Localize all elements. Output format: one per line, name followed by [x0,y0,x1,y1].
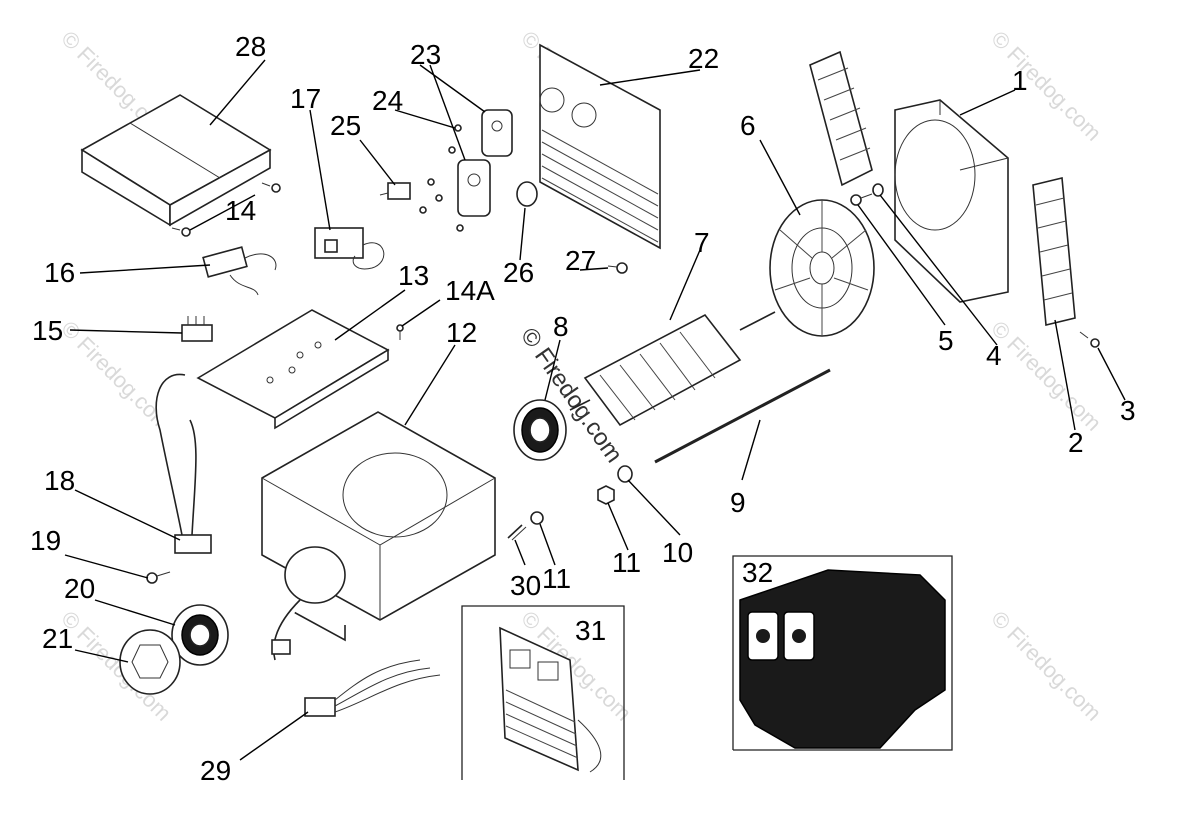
part-28-cover [80,94,272,227]
callout-8: 8 [553,311,569,342]
callout-11: 11 [612,547,641,578]
part-24-screws [419,124,464,232]
callout-24: 24 [372,85,403,116]
callout-16: 16 [44,257,75,288]
callout-2: 2 [1068,427,1084,458]
part-18-connector [174,534,212,554]
watermark: © Firedog.com [986,316,1106,436]
callout-32: 32 [742,557,773,588]
part-17-brush-holder [314,227,385,270]
part-5-bolt [850,193,873,206]
part-15-terminal-block [181,316,213,342]
watermark: © Firedog.com [986,26,1106,146]
part-13-mounting-plate [196,309,390,430]
callout-17: 17 [290,83,321,114]
part-23-outlet-sockets [457,109,513,217]
callout-27: 27 [565,245,596,276]
part-11-nut [530,511,544,525]
leader-lines [64,59,1126,761]
callout-19: 19 [30,525,61,556]
callout-11-alt: 11 [542,563,571,594]
part-21-coupling [119,629,181,695]
part-22-control-panel [539,43,661,250]
wire-loop [189,419,197,536]
callout-6: 6 [740,110,756,141]
callout-29: 29 [200,755,231,786]
callout-31: 31 [575,615,606,646]
part-25-switch [379,182,411,200]
callout-18: 18 [44,465,75,496]
callout-14: 14 [225,195,256,226]
part-14-screws [171,182,281,237]
callout-22: 22 [688,43,719,74]
callout-9: 9 [730,487,746,518]
part-1-end-housing [894,99,1009,303]
part-10-washer [617,465,633,483]
part-16-circuit-board [202,246,277,296]
callout-5: 5 [938,325,954,356]
callout-30: 30 [510,570,541,601]
part-14a-screw [396,324,404,340]
part-8-bearing [513,399,567,461]
vent-grille-top [809,50,873,187]
wire-loop [155,373,186,536]
part-12-stator-frame [261,411,496,642]
callout-28: 28 [235,31,266,62]
watermark: © Firedog.com [986,606,1106,726]
callout-3: 3 [1120,395,1136,426]
part-4-washer [872,183,884,197]
callout-13: 13 [398,260,429,291]
callout-26: 26 [503,257,534,288]
callout-14a: 14A [445,275,495,306]
callout-12: 12 [446,317,477,348]
part-20-pulley-hub [171,604,229,666]
callout-15: 15 [32,315,63,346]
part-7-rotor [569,311,776,427]
part-26-cap [516,181,538,207]
part-29-wiring-harness [304,659,441,717]
callout-7: 7 [694,227,710,258]
callout-21: 21 [42,623,73,654]
part-3-screw [1079,331,1100,348]
callout-23: 23 [410,39,441,70]
inset-31 [461,605,625,780]
callout-20: 20 [64,573,95,604]
part-19-screw [146,571,171,584]
callout-1: 1 [1012,65,1028,96]
part-6-fan [769,199,875,337]
part-2-vent-grille [1032,177,1076,326]
callout-25: 25 [330,110,361,141]
part-9-tie-rod [654,368,831,464]
part-30-stud [507,524,527,541]
callout-labels: 1 2 3 4 5 6 7 8 9 10 11 11 12 13 14 14A … [30,31,1136,786]
stator-wire-plug [271,639,291,655]
inset-32 [732,555,953,751]
part-27-screw [607,262,628,274]
callout-4: 4 [986,340,1002,371]
callout-10: 10 [662,537,693,568]
part-11-nut [597,485,615,505]
